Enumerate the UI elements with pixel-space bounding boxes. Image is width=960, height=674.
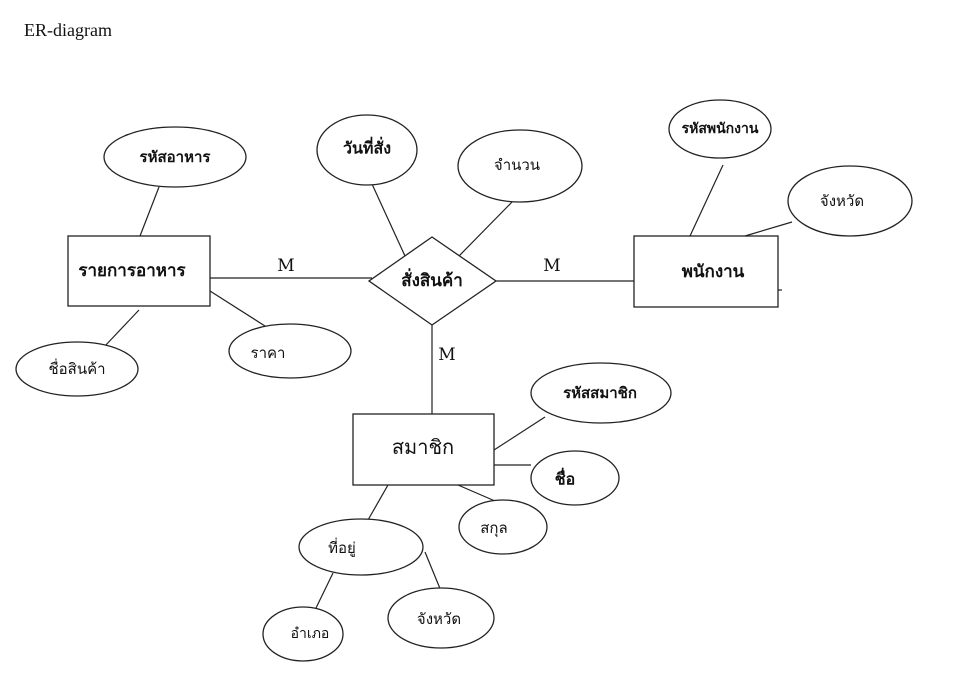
attribute-employee-province-label: จังหวัด bbox=[820, 192, 864, 210]
attribute-district: อำเภอ bbox=[262, 606, 344, 662]
entity-employee: พนักงาน bbox=[633, 235, 779, 308]
edge-order-date bbox=[371, 183, 406, 257]
attribute-surname-label: สกุล bbox=[480, 519, 507, 538]
attribute-member-name-label: ชื่อ bbox=[555, 468, 575, 489]
attribute-price: ราคา bbox=[228, 323, 352, 379]
attribute-member-id: รหัสสมาชิก bbox=[530, 362, 672, 424]
attribute-price-label: ราคา bbox=[251, 344, 286, 362]
attribute-member-id-label: รหัสสมาชิก bbox=[563, 384, 637, 402]
edge-address-province bbox=[424, 551, 442, 592]
attribute-address-label: ที่อยู่ bbox=[328, 537, 356, 557]
edge-employee-province bbox=[744, 221, 793, 237]
edge-order-quantity bbox=[458, 200, 514, 257]
edge-member-id bbox=[493, 416, 546, 451]
relationship-order-label: สั่งสินค้า bbox=[401, 268, 463, 291]
attribute-product-name: ชื่อสินค้า bbox=[15, 341, 139, 397]
edge-address-district bbox=[315, 572, 334, 609]
diagram-title: ER-diagram bbox=[24, 20, 112, 40]
attribute-order-date-label: วันที่สั่ง bbox=[343, 137, 391, 158]
edge-food-price bbox=[209, 290, 266, 327]
entity-member: สมาชิก bbox=[352, 413, 495, 486]
attribute-employee-id-label: รหัสพนักงาน bbox=[682, 121, 759, 137]
cardinality-food-order: M bbox=[277, 256, 294, 276]
attribute-employee-province: จังหวัด bbox=[787, 165, 913, 237]
attribute-food-id: รหัสอาหาร bbox=[103, 126, 247, 188]
attribute-order-date: วันที่สั่ง bbox=[316, 114, 418, 186]
connectors bbox=[103, 164, 793, 609]
entity-employee-label: พนักงาน bbox=[682, 262, 745, 282]
attribute-surname: สกุล bbox=[458, 499, 548, 555]
edge-member-address bbox=[367, 484, 389, 521]
attribute-employee-id: รหัสพนักงาน bbox=[668, 99, 772, 159]
attribute-address-province: จังหวัด bbox=[387, 587, 495, 649]
cardinality-order-employee: M bbox=[543, 256, 560, 276]
entity-member-label: สมาชิก bbox=[392, 435, 454, 459]
attribute-quantity: จำนวน bbox=[457, 129, 583, 203]
attribute-address: ที่อยู่ bbox=[298, 518, 424, 576]
relationship-order: สั่งสินค้า bbox=[367, 236, 498, 326]
edge-food-foodid bbox=[139, 186, 160, 237]
attribute-product-name-label: ชื่อสินค้า bbox=[48, 358, 105, 378]
attribute-quantity-label: จำนวน bbox=[494, 156, 540, 174]
edge-employee-id bbox=[689, 164, 724, 237]
attribute-district-label: อำเภอ bbox=[291, 626, 330, 642]
attribute-member-name: ชื่อ bbox=[530, 450, 620, 506]
entity-food-list: รายการอาหาร bbox=[67, 235, 211, 307]
attribute-address-province-label: จังหวัด bbox=[417, 610, 461, 628]
edge-food-productname bbox=[103, 309, 140, 348]
edge-member-surname bbox=[457, 484, 496, 502]
attribute-food-id-label: รหัสอาหาร bbox=[140, 148, 212, 166]
cardinality-order-member: M bbox=[438, 345, 455, 365]
entity-food-list-label: รายการอาหาร bbox=[78, 261, 186, 281]
